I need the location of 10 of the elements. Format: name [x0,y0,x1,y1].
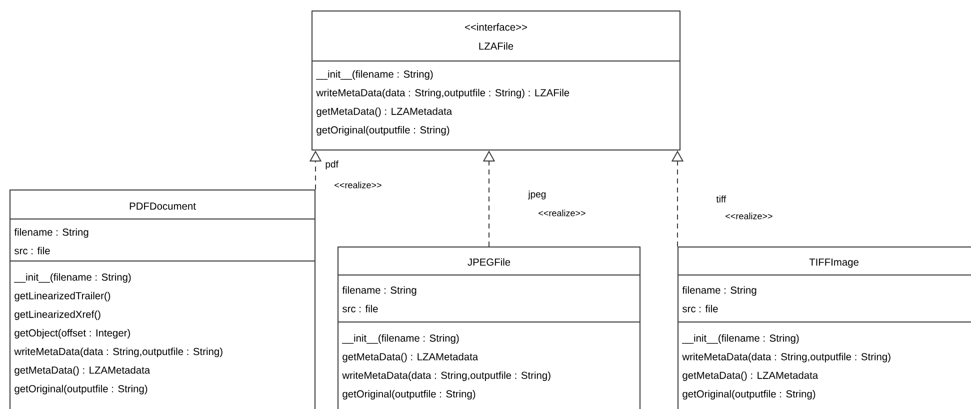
stereotype-label: <<realize>> [334,182,382,188]
stereotype-label: <<realize>> [726,212,772,220]
class-box: PDFDocument filename : String src : file __init__(filename : String) getLinearizedTrailer() getLinearizedXref() getObject(offset : Integer) writeMetaData(data : String,outputfile : String) getMetaData() : LZAMetadata getOriginal(outputfile : String) [10,190,316,409]
stereotype-label: <<realize>> [538,210,586,216]
class-box: TIFFImage filename : String src : file __init__(filename : String) writeMetaData(data : String,outputfile : String) getMetaData() : LZAMetadata getOriginal(outputfile : String) [678,246,971,409]
class-box: JPEGFile filename : String src : file __init__(filename : String) getMetaData() : LZAMetadata writeMetaData(data : String,outputfile : String) getOriginal(outputfile : String) [338,246,640,409]
class-box: <<interface>> LZAFile __init__(filename : String) writeMetaData(data : String,outputfile : String) : LZAFile getMetaData() : LZAMetadata getOriginal(outputfile : String) [312,10,680,150]
edge-label: pdf [326,160,338,170]
edge-label: jpeg [528,190,546,200]
edge-label: tiff [716,196,726,202]
